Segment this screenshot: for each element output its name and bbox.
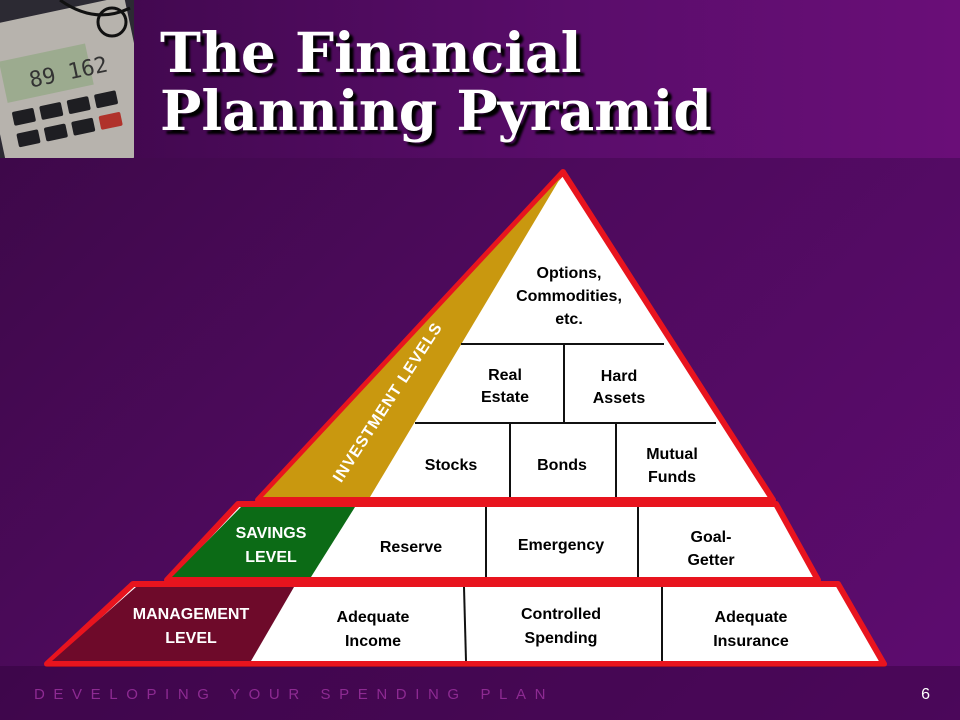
- savings-level-line2: LEVEL: [245, 549, 297, 566]
- management-level-line1: MANAGEMENT: [133, 606, 250, 623]
- cell-mutual-funds-line1: Mutual: [646, 446, 698, 463]
- cell-mutual-funds-line2: Funds: [648, 469, 696, 486]
- cell-stocks: Stocks: [425, 457, 478, 474]
- footer-bar: [0, 666, 960, 720]
- cell-bonds: Bonds: [537, 457, 587, 474]
- cell-adequate-insurance-line1: Adequate: [715, 609, 788, 626]
- cell-goal-getter-line2: Getter: [687, 552, 734, 569]
- cell-real-estate-line1: Real: [488, 367, 522, 384]
- savings-label-band: [172, 507, 355, 577]
- cell-controlled-spending-line2: Spending: [525, 630, 598, 647]
- management-label-band: [52, 587, 294, 661]
- cell-options-line3: etc.: [555, 311, 583, 328]
- management-divider-1: [463, 586, 467, 662]
- title-line-1: The Financial: [160, 20, 582, 85]
- footer-text: DEVELOPING YOUR SPENDING PLAN: [34, 686, 555, 703]
- cell-adequate-income-line2: Income: [345, 633, 401, 650]
- cell-goal-getter-line1: Goal-: [691, 529, 732, 546]
- investment-label-band: [263, 177, 561, 497]
- cell-adequate-income-line1: Adequate: [337, 609, 410, 626]
- cell-hard-assets-line1: Hard: [601, 368, 637, 385]
- slide-title: The Financial Planning Pyramid: [160, 24, 712, 140]
- cell-reserve: Reserve: [380, 539, 442, 556]
- cell-hard-assets-line2: Assets: [593, 390, 646, 407]
- cell-options-line1: Options,: [537, 265, 602, 282]
- calculator-photo: 89 162: [0, 0, 134, 158]
- cell-real-estate-line2: Estate: [481, 389, 529, 406]
- page-number: 6: [921, 686, 930, 703]
- savings-level-line1: SAVINGS: [236, 525, 307, 542]
- cell-emergency: Emergency: [518, 537, 604, 554]
- header-band: [0, 0, 960, 158]
- cell-adequate-insurance-line2: Insurance: [713, 633, 789, 650]
- management-level-line2: LEVEL: [165, 630, 217, 647]
- cell-controlled-spending-line1: Controlled: [521, 606, 601, 623]
- title-line-2: Planning Pyramid: [160, 78, 712, 143]
- cell-options-line2: Commodities,: [516, 288, 622, 305]
